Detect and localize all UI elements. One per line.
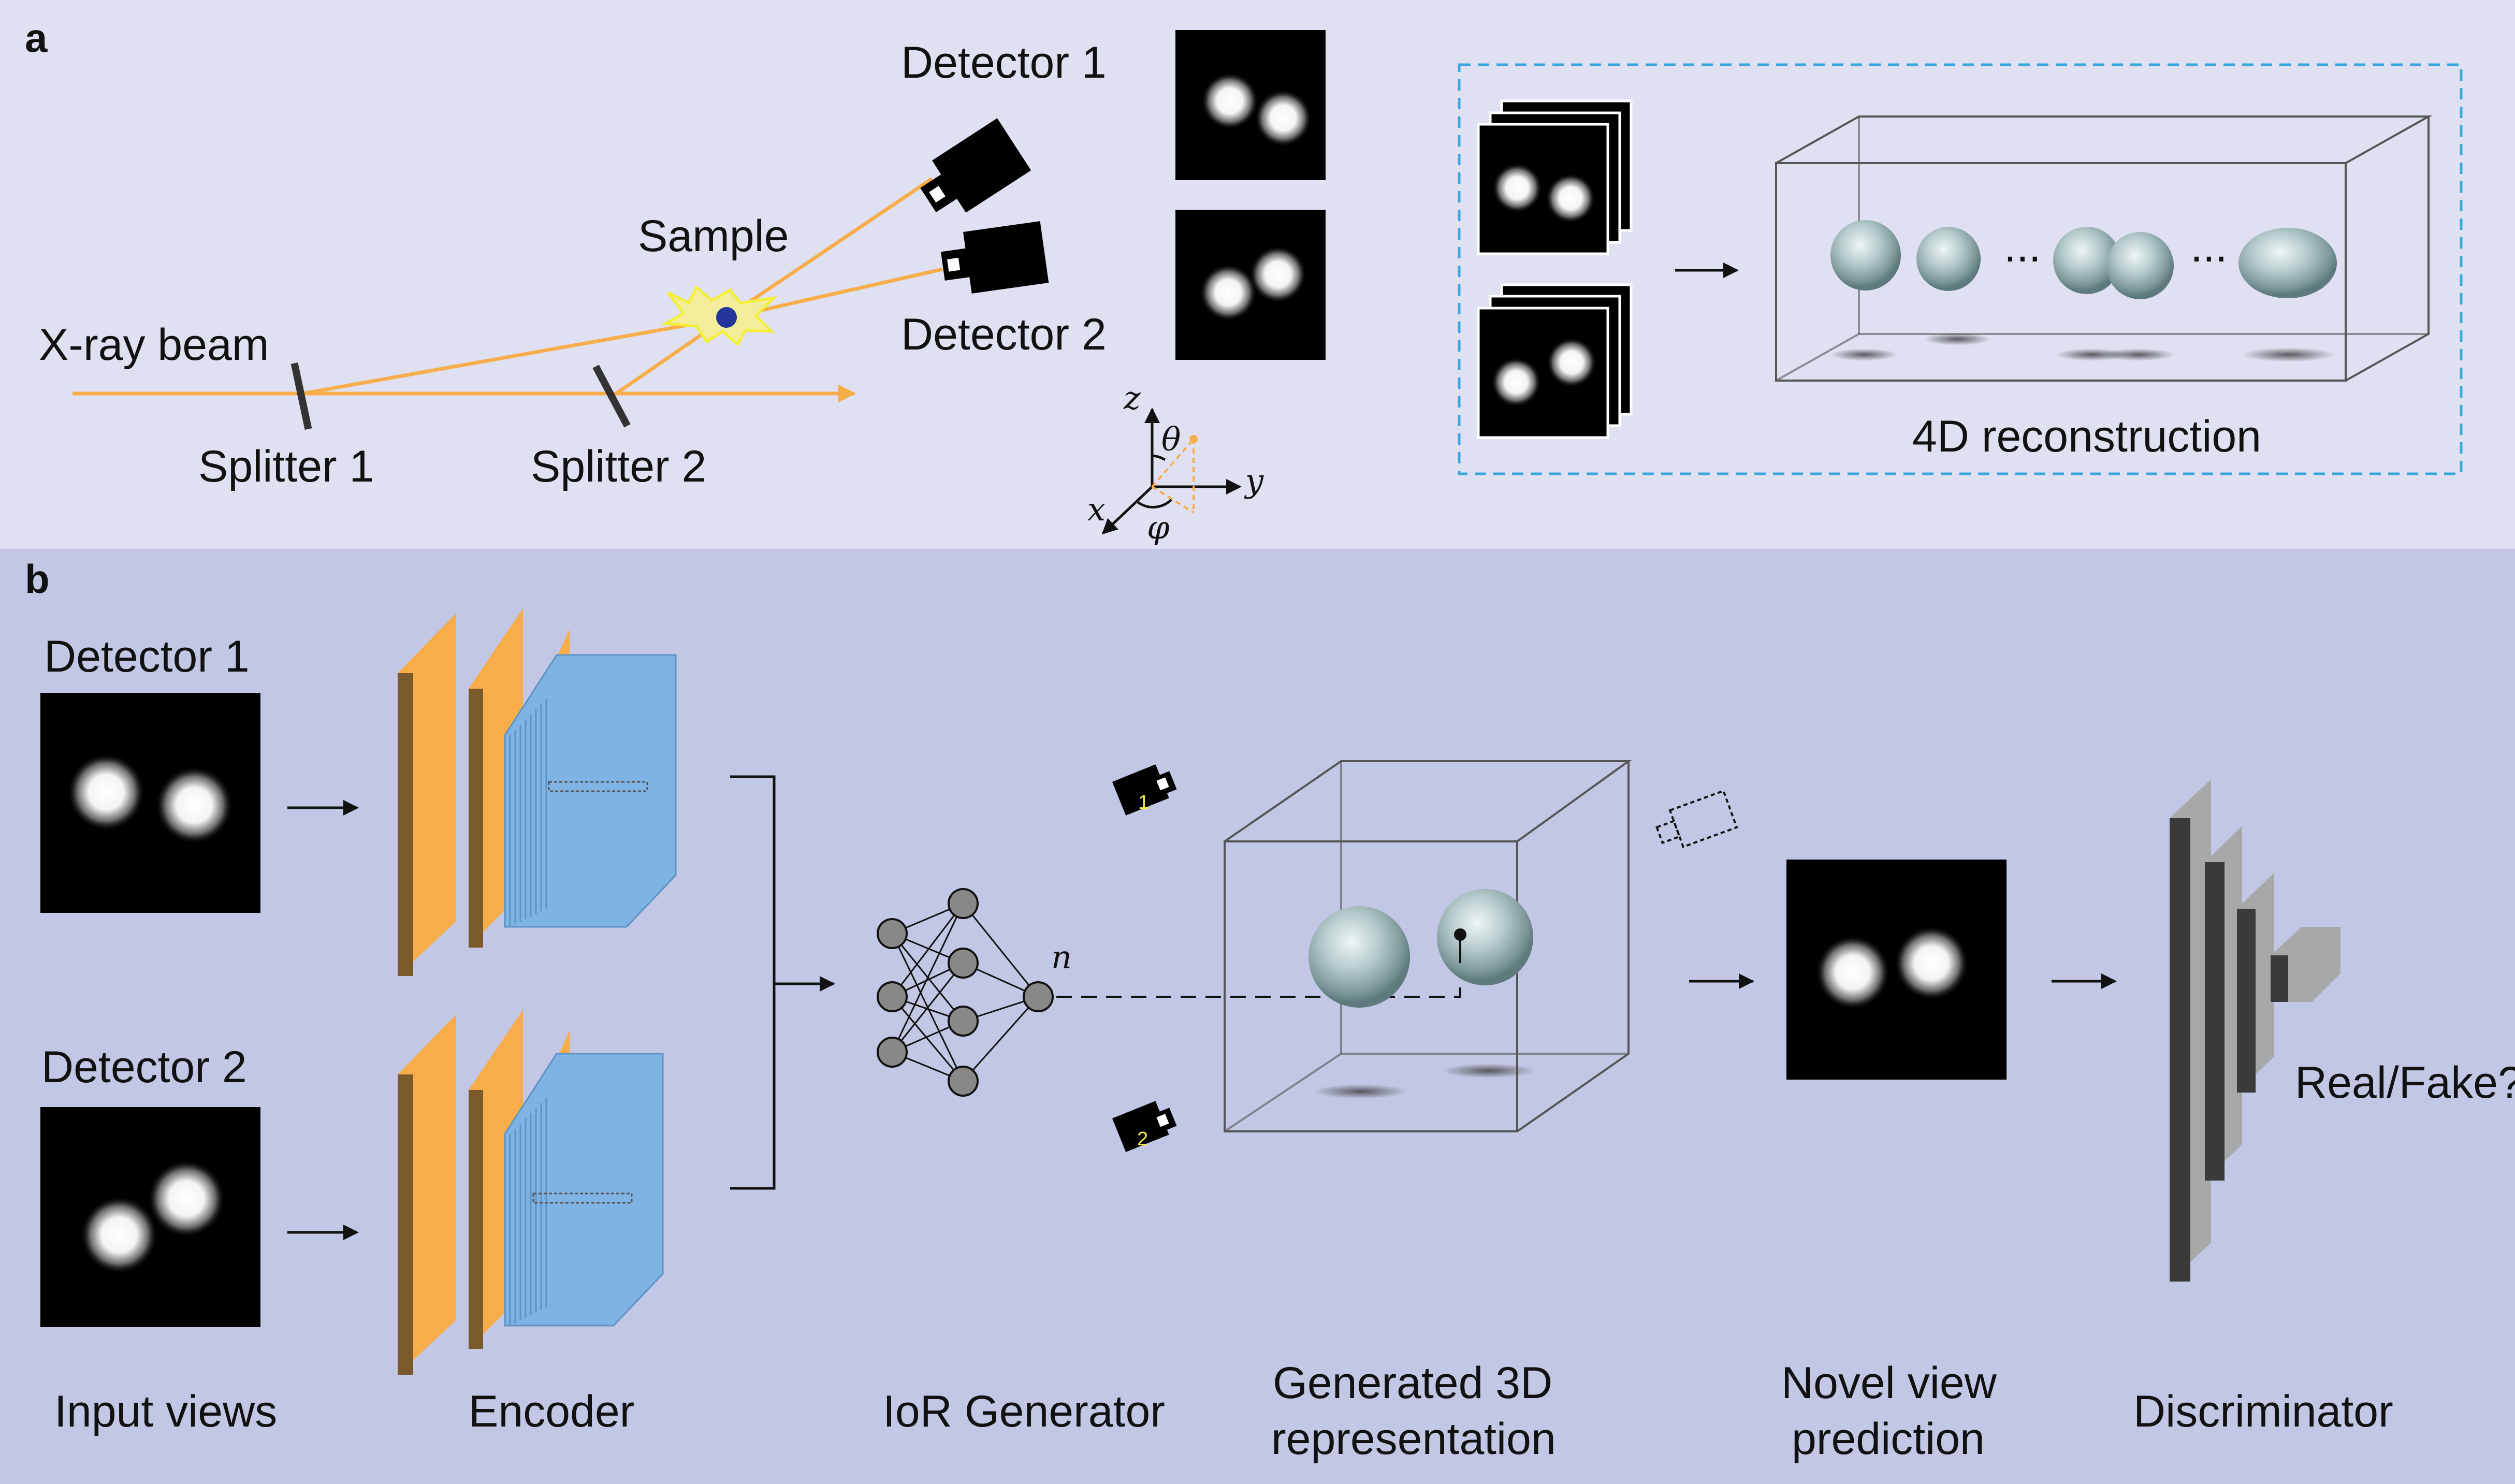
input-detector-2-image <box>40 1107 260 1327</box>
reconstruction-label: 4D reconstruction <box>1912 412 2261 461</box>
sample-label: Sample <box>638 211 789 261</box>
axis-theta-label: θ <box>1161 420 1181 458</box>
input-detector-1-image <box>40 693 260 913</box>
stage-ior-generator-label: IoR Generator <box>883 1387 1165 1436</box>
camera-1-number: 1 <box>1138 792 1149 813</box>
panel-b-background <box>0 549 2515 1484</box>
encoder-merge-bracket <box>730 775 835 1190</box>
detector-2-label: Detector 2 <box>901 310 1107 359</box>
stage-encoder-label: Encoder <box>469 1387 634 1436</box>
splitter-2 <box>592 365 631 428</box>
panel-b-label: b <box>25 556 50 602</box>
image-stack-1 <box>1477 99 1633 255</box>
coordinate-axes <box>1101 408 1242 535</box>
reconstruction-ellipsis-1: ... <box>2004 222 2041 271</box>
encoder-bottom <box>398 1010 664 1375</box>
detector-1-label: Detector 1 <box>901 38 1107 88</box>
generated-spheres <box>1309 889 1535 1099</box>
axis-x-label: x <box>1087 490 1106 528</box>
image-stack-2 <box>1477 283 1633 439</box>
camera-2-number: 2 <box>1137 1128 1148 1150</box>
axis-y-label: y <box>1244 462 1264 500</box>
reconstruction-droplets <box>1830 220 2337 362</box>
input-detector-2-label: Detector 2 <box>41 1042 247 1092</box>
ior-generator-network <box>877 888 1054 1097</box>
ior-output-n-label: n <box>1051 938 1072 976</box>
stage-discriminator-label: Discriminator <box>2133 1387 2393 1436</box>
discriminator-layers <box>2170 779 2340 1282</box>
novel-camera-icon <box>1655 789 1738 849</box>
axis-phi-label: φ <box>1147 508 1170 546</box>
stage-novel-view-label-line1: Novel view <box>1781 1358 1997 1408</box>
encoder-top <box>398 608 677 976</box>
sample-icon <box>661 285 778 346</box>
splitter-1 <box>290 362 312 430</box>
stage-generated-3d-label-line1: Generated 3D <box>1273 1358 1552 1408</box>
generated-3d-cube <box>1224 760 1632 1132</box>
detector-2-image <box>1175 210 1326 360</box>
reconstruction-ellipsis-2: ... <box>2190 222 2228 271</box>
stage-novel-view-label-line2: prediction <box>1792 1414 1985 1464</box>
axis-z-label: z <box>1123 379 1141 417</box>
input-detector-1-label: Detector 1 <box>44 632 250 681</box>
splitter-2-label: Splitter 2 <box>531 442 706 491</box>
splitter-1-label: Splitter 1 <box>198 442 374 491</box>
xray-beam-paths <box>72 177 943 403</box>
novel-view-image <box>1786 860 2007 1080</box>
real-fake-label: Real/Fake? <box>2295 1058 2515 1108</box>
stage-generated-3d-label-line2: representation <box>1271 1414 1556 1464</box>
stage-input-views-label: Input views <box>54 1387 277 1436</box>
reconstruction-dashed-box <box>1458 63 2463 475</box>
detector-1-image <box>1175 30 1326 180</box>
panel-a-label: a <box>25 15 48 61</box>
xray-beam-label: X-ray beam <box>39 320 269 370</box>
